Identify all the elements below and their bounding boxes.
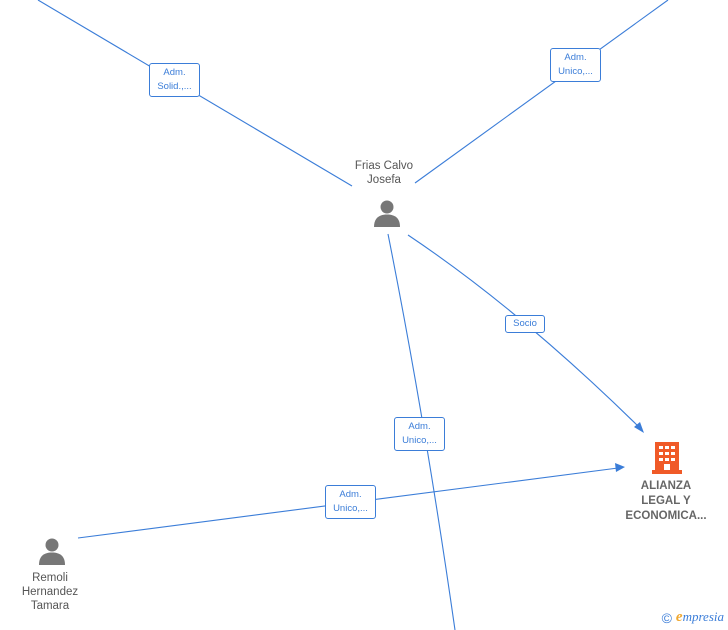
edge-label-line: Adm.: [408, 421, 431, 432]
brand-footer[interactable]: © empresia: [662, 609, 724, 626]
edge-label-top-right[interactable]: Adm. Unico,...: [550, 48, 601, 82]
edge-label-center[interactable]: Adm. Unico,...: [394, 417, 445, 451]
company-name-line: ALIANZA: [640, 480, 692, 492]
person-name-line: Josefa: [367, 174, 401, 186]
brand-initial: e: [675, 609, 683, 625]
company-building-icon[interactable]: [652, 440, 682, 474]
brand-rest: mpresia: [682, 609, 724, 624]
edge-label-top-left[interactable]: Adm. Solid.,...: [149, 63, 200, 97]
arrow-bottom: [615, 463, 625, 472]
person-icon[interactable]: [372, 198, 402, 228]
company-name-line: LEGAL Y: [641, 495, 691, 507]
person-icon[interactable]: [37, 536, 67, 566]
person-name-line: Frias Calvo: [354, 160, 414, 172]
person-name-line: Remoli: [32, 572, 68, 584]
edge-label-bottom[interactable]: Adm. Unico,...: [325, 485, 376, 519]
edge-label-line: Unico,...: [402, 435, 437, 446]
edge-label-line: Adm.: [163, 67, 186, 78]
company-name-line: ECONOMICA...: [625, 510, 707, 522]
person-name-line: Tamara: [30, 600, 70, 612]
edge-label-line: Adm.: [339, 489, 362, 500]
person-name-line: Hernandez: [21, 586, 79, 598]
person-name-remoli[interactable]: Remoli Hernandez Tamara: [0, 571, 100, 613]
edge-label-line: Solid.,...: [157, 81, 192, 92]
edge-label-line: Adm.: [564, 52, 587, 63]
edge-top-right: [414, 0, 669, 184]
copyright-icon: ©: [661, 609, 672, 626]
edge-label-socio[interactable]: Socio: [505, 315, 545, 333]
edge-label-line: Socio: [513, 318, 537, 329]
company-name-alianza[interactable]: ALIANZA LEGAL Y ECONOMICA...: [616, 479, 716, 524]
arrow-socio: [634, 422, 644, 433]
edge-label-line: Unico,...: [333, 503, 368, 514]
edge-label-line: Unico,...: [558, 66, 593, 77]
brand-logo: empresia: [676, 609, 724, 626]
person-name-frias[interactable]: Frias Calvo Josefa: [334, 159, 434, 187]
